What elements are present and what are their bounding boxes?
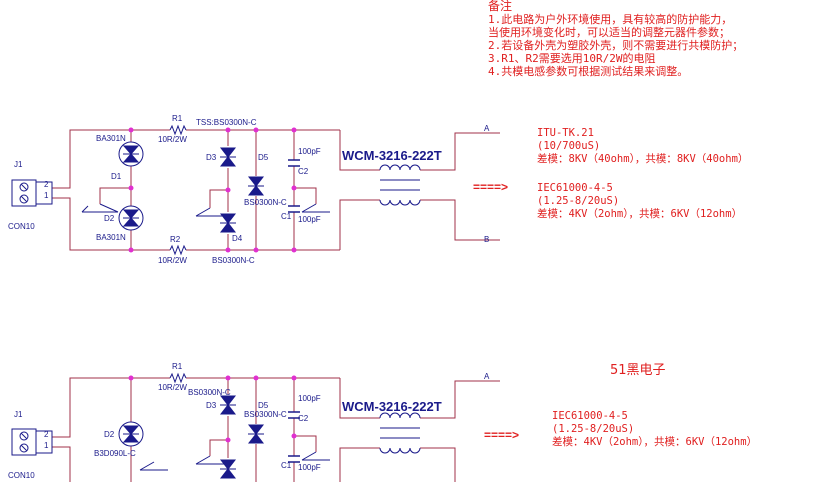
label-d2: D2 — [104, 214, 115, 223]
arrow-1: ====> — [473, 180, 509, 194]
label-d3-part-2: BS0300N-C — [188, 388, 231, 397]
label-c1: C1 — [281, 212, 292, 221]
std2-level: 差模：4KV（2ohm），共模：6KV（12ohm） — [537, 208, 743, 220]
std2-name: IEC61000-4-5 — [537, 182, 613, 194]
label-d1: D1 — [111, 172, 122, 181]
label-r1: R1 — [172, 114, 183, 123]
label-d1-part: BA301N — [96, 134, 126, 143]
label-tss-bottom: BS0300N-C — [212, 256, 255, 265]
label-output-b: B — [484, 235, 490, 244]
label-c1-2: C1 — [281, 461, 292, 470]
resistor-r1-symbol-2 — [169, 372, 187, 384]
notes-title: 备注 — [488, 0, 513, 13]
tss-d3-symbol — [219, 147, 237, 167]
label-c1-value: 100pF — [298, 215, 321, 224]
label-pin2: 2 — [44, 180, 49, 189]
label-j1: J1 — [14, 160, 23, 169]
label-d3: D3 — [206, 153, 217, 162]
junction-nodes-1 — [128, 127, 297, 253]
tss-d4-symbol — [219, 213, 237, 233]
std-name-2: IEC61000-4-5 — [552, 410, 628, 422]
resistor-r1-symbol — [169, 124, 187, 136]
choke-symbol-1 — [379, 164, 421, 206]
label-output-a: A — [484, 124, 490, 133]
resistor-r2-symbol — [169, 244, 187, 256]
tss-d5-symbol-2 — [247, 424, 265, 444]
ground-symbols-1 — [81, 203, 330, 217]
label-d5-part: BS0300N-C — [244, 198, 287, 207]
design-notes: 备注 1.此电路为户外环境使用，具有较高的防护能力， 当使用环境变化时，可以适当… — [488, 0, 827, 78]
choke-symbol-2 — [379, 412, 421, 454]
label-choke-2: WCM-3216-222T — [342, 399, 442, 414]
capacitor-c1-symbol-2 — [288, 455, 300, 463]
junction-nodes-2 — [128, 375, 297, 443]
label-pin1: 1 — [44, 191, 49, 200]
capacitor-c2-symbol — [288, 159, 300, 167]
label-r2: R2 — [170, 235, 181, 244]
tvs-d1-symbol — [118, 141, 144, 167]
tss-d4-symbol-2 — [219, 459, 237, 479]
tvs-d2-symbol — [118, 205, 144, 231]
label-choke: WCM-3216-222T — [342, 148, 442, 163]
label-d2-2: D2 — [104, 430, 115, 439]
connector-j1-symbol-2 — [11, 428, 53, 456]
label-d3-2: D3 — [206, 401, 217, 410]
tss-d5-symbol — [247, 176, 265, 196]
label-pin1-2: 1 — [44, 441, 49, 450]
label-c2-2: C2 — [298, 414, 309, 423]
std1-name: ITU-TK.21 — [537, 127, 594, 139]
label-j1-2: J1 — [14, 410, 23, 419]
label-c2-value-2: 100pF — [298, 394, 321, 403]
std1-wave: (10/700uS) — [537, 140, 601, 152]
label-r1-2: R1 — [172, 362, 183, 371]
label-pin2-2: 2 — [44, 430, 49, 439]
label-r1-value: 10R/2W — [158, 135, 187, 144]
label-d2-part-2: B3D090L-C — [94, 449, 136, 458]
ground-symbols-2 — [139, 451, 330, 471]
label-tss-top: TSS:BS0300N-C — [196, 118, 257, 127]
arrow-2: ====> — [484, 428, 520, 442]
circuit-1-wires — [52, 129, 500, 251]
std-wave-2: (1.25-8/20uS) — [552, 423, 635, 435]
note-line-2: 当使用环境变化时，可以适当的调整元器件参数； — [488, 26, 730, 39]
note-line-1: 1.此电路为户外环境使用，具有较高的防护能力， — [488, 13, 733, 26]
label-r2-value: 10R/2W — [158, 256, 187, 265]
note-line-3: 2.若设备外壳为塑胶外壳，则不需要进行共模防护； — [488, 39, 744, 52]
std1-level: 差模：8KV（40ohm），共模：8KV（40ohm） — [537, 153, 749, 165]
tss-d3-symbol-2 — [219, 395, 237, 415]
label-c2-value: 100pF — [298, 147, 321, 156]
brand-label: 51黑电子 — [610, 363, 666, 378]
capacitor-c1-symbol — [288, 205, 300, 213]
label-output-a-2: A — [484, 372, 490, 381]
std2-wave: (1.25-8/20uS) — [537, 195, 620, 207]
label-c2: C2 — [298, 167, 309, 176]
label-d4: D4 — [232, 234, 243, 243]
label-d5-part-2: BS0300N-C — [244, 410, 287, 419]
tvs-d2-symbol-2 — [118, 421, 144, 447]
note-line-5: 4.共模电感参数可根据测试结果来调整。 — [488, 65, 689, 78]
label-r1-value-2: 10R/2W — [158, 383, 187, 392]
capacitor-c2-symbol-2 — [288, 411, 300, 419]
label-d5: D5 — [258, 153, 269, 162]
label-d5-2: D5 — [258, 401, 269, 410]
label-con10: CON10 — [8, 222, 35, 231]
label-c1-value-2: 100pF — [298, 463, 321, 472]
connector-j1-symbol — [11, 179, 53, 207]
note-line-4: 3.R1、R2需要选用10R/2W的电阻 — [488, 52, 656, 65]
circuit-2-wires — [52, 377, 500, 482]
label-d2-part: BA301N — [96, 233, 126, 242]
label-con10-2: CON10 — [8, 471, 35, 480]
std-level-2: 差模：4KV（2ohm），共模：6KV（12ohm） — [552, 436, 758, 448]
